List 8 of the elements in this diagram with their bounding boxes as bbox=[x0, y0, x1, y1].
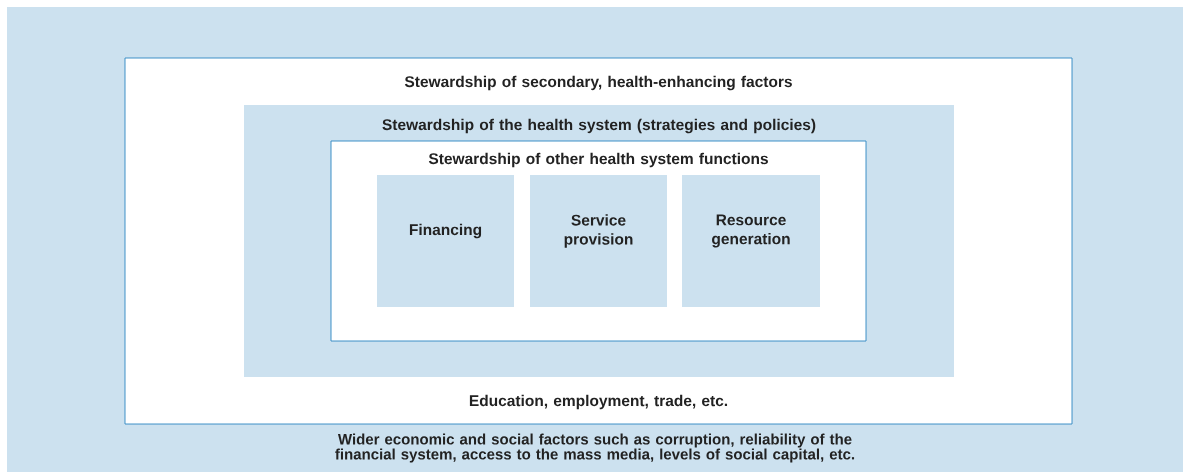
label-text: Financing bbox=[409, 223, 482, 239]
label-text: Service provision bbox=[564, 214, 633, 248]
label-text: Resource generation bbox=[712, 214, 790, 248]
label-text: Stewardship of secondary, health-enhancing factors bbox=[404, 75, 792, 91]
label-text: Stewardship of the health system (strategies and policies) bbox=[382, 118, 816, 134]
label-text: Stewardship of other health system functions bbox=[428, 152, 768, 168]
label-text: Wider economic and social factors such as corruption, reliability of the financial system, access to the mass media, levels of social capital, etc. bbox=[335, 433, 855, 463]
label-text: Education, employment, trade, etc. bbox=[469, 394, 728, 410]
